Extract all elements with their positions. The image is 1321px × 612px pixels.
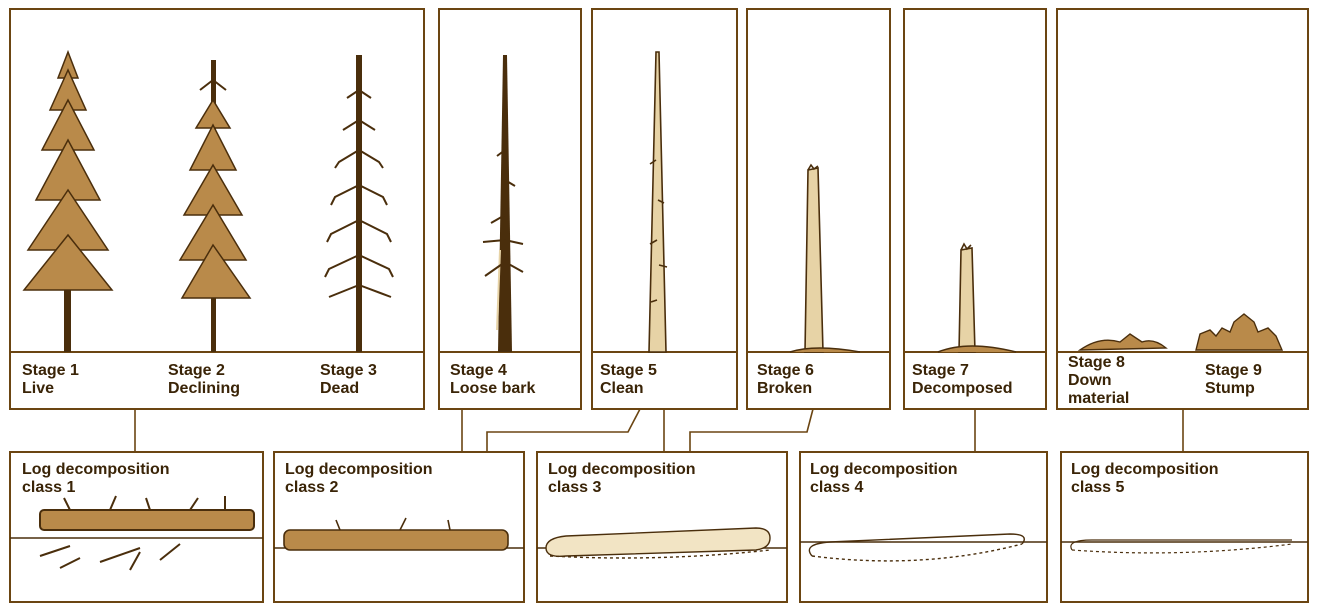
stage-3-name: Dead: [320, 380, 360, 397]
log-class-5-label: Log decomposition class 5: [1071, 461, 1219, 497]
stage-7-name: Decomposed: [912, 380, 1013, 397]
stage-7-number: Stage 7: [912, 362, 969, 379]
panel-log-class-2: [273, 451, 525, 603]
log-class-2: [283, 517, 509, 551]
log-class-3-label: Log decomposition class 3: [548, 461, 696, 497]
stage-8-name-line2: material: [1068, 390, 1130, 407]
stage-4-label: Stage 4 Loose bark: [450, 362, 535, 398]
tree-stage-7-decomposed: [937, 242, 1017, 353]
stage-4-number: Stage 4: [450, 362, 507, 379]
tree-stage-6-broken: [789, 163, 861, 353]
stage-9-label: Stage 9 Stump: [1205, 362, 1262, 398]
stage-6-name: Broken: [757, 380, 813, 397]
stage-9-name: Stump: [1205, 380, 1255, 397]
panel-log-class-5: [1060, 451, 1309, 603]
stage-3-label: Stage 3 Dead: [320, 362, 377, 398]
log-class-5-line1: Log decomposition: [1071, 461, 1219, 478]
connector-lines: [134, 408, 1184, 452]
log-class-4-label: Log decomposition class 4: [810, 461, 958, 497]
log-class-1-line1: Log decomposition: [22, 461, 170, 478]
tree-stage-1-live: [22, 49, 114, 352]
panel-log-class-4: [799, 451, 1048, 603]
tree-stage-8-down-material: [1077, 333, 1168, 351]
log-class-2-line2: class 2: [285, 479, 339, 496]
panel-stages-1-3: [9, 8, 425, 410]
log-class-4-line1: Log decomposition: [810, 461, 958, 478]
stage-5-number: Stage 5: [600, 362, 657, 379]
log-class-3-line2: class 3: [548, 479, 602, 496]
log-class-4: [808, 533, 1025, 562]
stage-6-number: Stage 6: [757, 362, 814, 379]
tree-stage-9-stump: [1195, 313, 1284, 351]
tree-stage-3-dead: [324, 55, 394, 352]
log-class-3: [545, 527, 771, 559]
stage-9-number: Stage 9: [1205, 362, 1262, 379]
stage-2-number: Stage 2: [168, 362, 225, 379]
log-class-2-label: Log decomposition class 2: [285, 461, 433, 497]
stage-1-number: Stage 1: [22, 362, 79, 379]
tree-stage-4-loose-bark: [482, 55, 524, 352]
log-class-1: [39, 495, 255, 571]
stage-7-label: Stage 7 Decomposed: [912, 362, 1012, 398]
stage-8-number: Stage 8: [1068, 354, 1125, 371]
stage-2-label: Stage 2 Declining: [168, 362, 240, 398]
stage-1-label: Stage 1 Live: [22, 362, 79, 398]
log-class-3-line1: Log decomposition: [548, 461, 696, 478]
log-class-1-line2: class 1: [22, 479, 76, 496]
tree-stage-5-clean: [648, 51, 668, 353]
stage-5-label: Stage 5 Clean: [600, 362, 657, 398]
stage-8-name: Down: [1068, 372, 1112, 389]
log-class-1-label: Log decomposition class 1: [22, 461, 170, 497]
stage-6-label: Stage 6 Broken: [757, 362, 814, 398]
log-class-2-line1: Log decomposition: [285, 461, 433, 478]
stage-2-name: Declining: [168, 380, 241, 397]
log-class-5-line2: class 5: [1071, 479, 1125, 496]
stage-1-name: Live: [22, 380, 55, 397]
stage-5-name: Clean: [600, 380, 644, 397]
panel-log-class-1: [9, 451, 264, 603]
stage-3-number: Stage 3: [320, 362, 377, 379]
stage-4-name: Loose bark: [450, 380, 536, 397]
panel-log-class-3: [536, 451, 788, 603]
log-class-5: [1070, 539, 1293, 554]
panel-stage-6: [746, 8, 891, 410]
stage-8-label: Stage 8 Down material: [1068, 354, 1129, 408]
log-class-4-line2: class 4: [810, 479, 864, 496]
panel-stage-4: [438, 8, 582, 410]
tree-stage-2-declining: [178, 60, 252, 352]
